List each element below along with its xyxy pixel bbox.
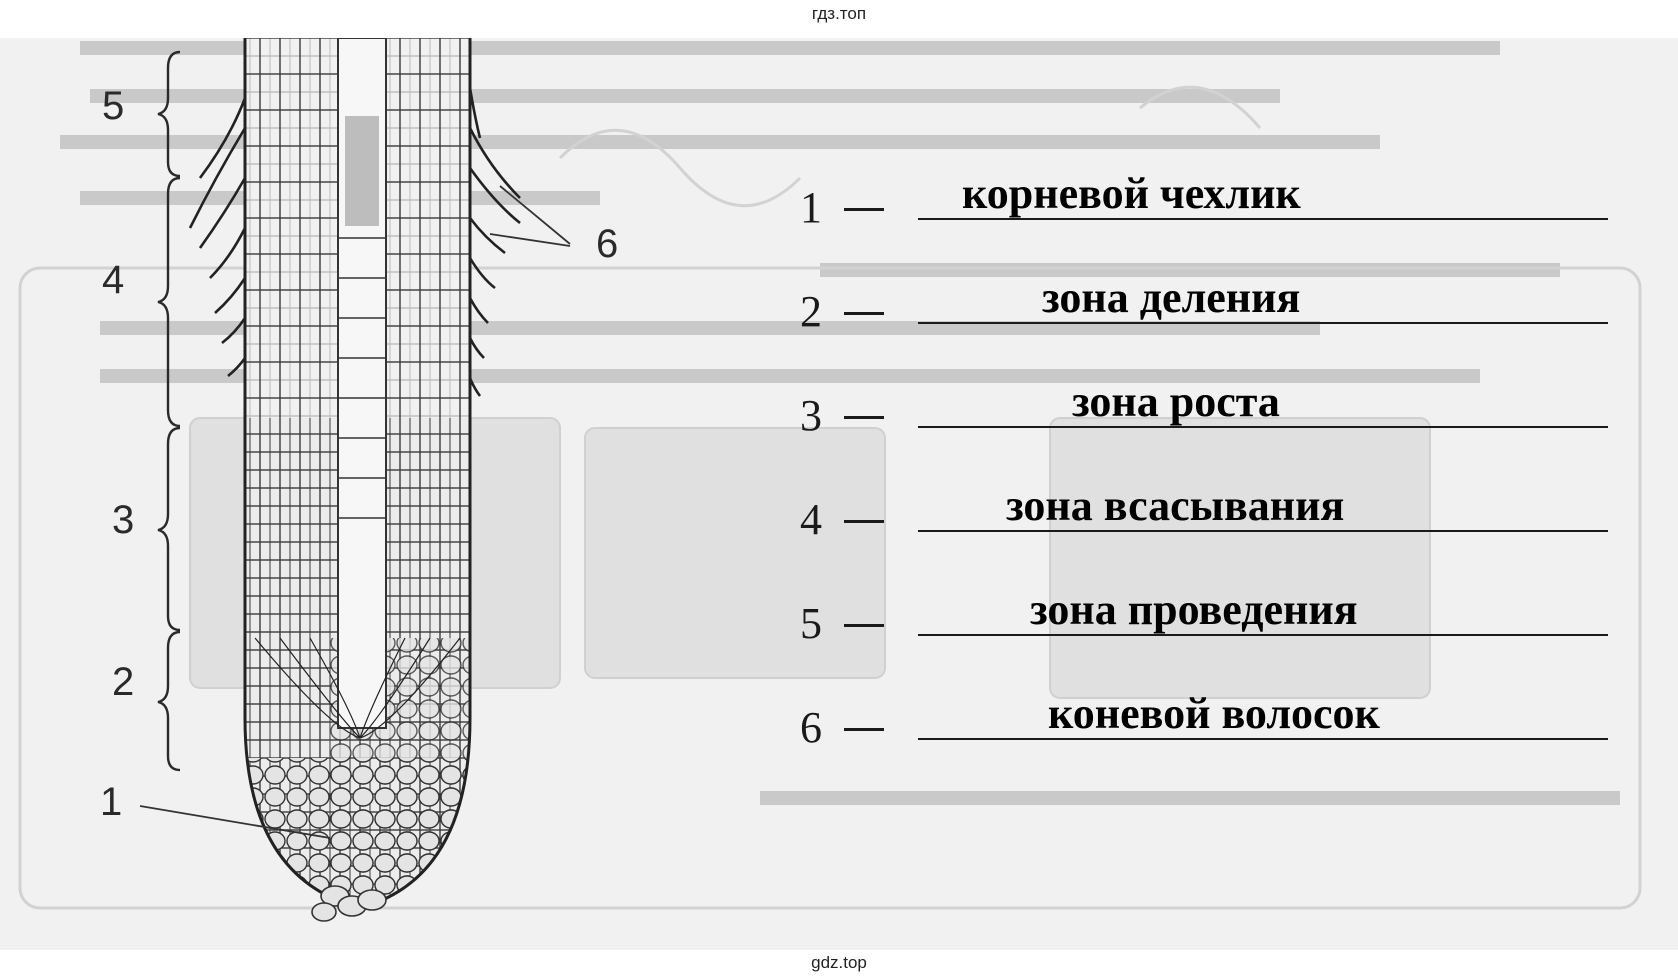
answer-row-2: 2 зона деления (800, 273, 1620, 338)
zone-label-2: 2 (112, 660, 135, 704)
zone-label-4: 4 (102, 258, 125, 302)
answer-text: корневой чехлик (962, 169, 1301, 218)
scanned-sheet: 1 2 3 4 5 6 1 корневой чехлик 2 зона дел… (0, 38, 1678, 950)
answer-dash (844, 416, 884, 419)
answer-row-4: 4 зона всасывания (800, 481, 1620, 546)
answer-number: 4 (800, 495, 822, 544)
zone-label-3: 3 (112, 498, 135, 542)
answer-text: коневой волосок (1048, 689, 1380, 738)
answer-dash (844, 312, 884, 315)
answer-number: 1 (800, 183, 822, 232)
answer-dash (844, 728, 884, 731)
answer-text: зона роста (1072, 377, 1280, 426)
answer-underline (918, 738, 1608, 740)
answer-row-5: 5 зона проведения (800, 585, 1620, 650)
answer-number: 3 (800, 391, 822, 440)
answer-text: зона проведения (1030, 585, 1358, 634)
answer-row-1: 1 корневой чехлик (800, 169, 1620, 234)
answer-dash (844, 520, 884, 523)
answer-row-3: 3 зона роста (800, 377, 1620, 442)
zone-label-1: 1 (100, 780, 123, 824)
answer-underline (918, 322, 1608, 324)
answer-underline (918, 634, 1608, 636)
answer-underline (918, 426, 1608, 428)
answer-text: зона деления (1042, 273, 1301, 322)
answer-underline (918, 530, 1608, 532)
zone-label-6: 6 (596, 222, 619, 266)
answer-row-6: 6 коневой волосок (800, 689, 1620, 754)
answer-text: зона всасывания (1006, 481, 1345, 530)
answer-number: 2 (800, 287, 822, 336)
root-tip-illustration (139, 38, 571, 922)
answer-dash (844, 208, 884, 211)
answer-dash (844, 624, 884, 627)
watermark-top: гдз.топ (811, 4, 867, 23)
watermark-bottom: gdz.top (811, 953, 867, 972)
answer-number: 5 (800, 599, 822, 648)
answer-underline (918, 218, 1608, 220)
answer-number: 6 (800, 703, 822, 752)
zone-label-5: 5 (102, 84, 125, 128)
